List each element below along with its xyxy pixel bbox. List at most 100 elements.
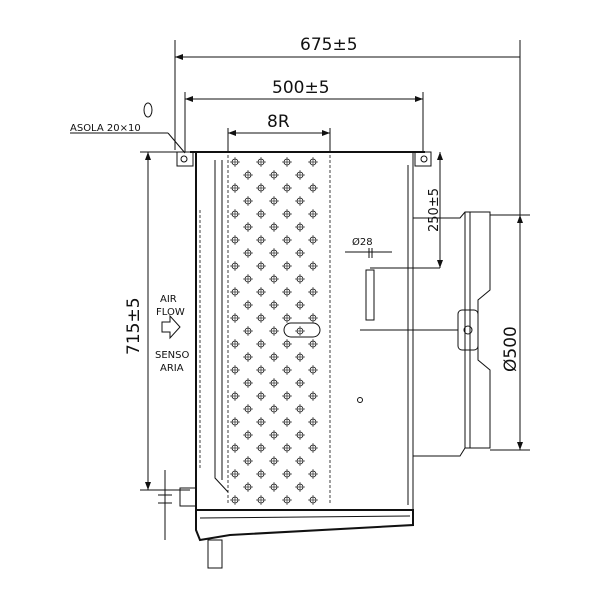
- coil-hole: [269, 326, 279, 336]
- unit-body: [176, 151, 432, 569]
- coil-hole: [282, 339, 292, 349]
- coil-hole: [308, 235, 318, 245]
- coil-hole: [295, 326, 305, 336]
- coil-hole: [256, 313, 266, 323]
- coil-hole: [308, 157, 318, 167]
- coil-hole: [256, 261, 266, 271]
- coil-hole: [308, 417, 318, 427]
- coil-hole: [243, 300, 253, 310]
- coil-hole: [243, 456, 253, 466]
- coil-hole: [308, 339, 318, 349]
- coil-hole: [308, 287, 318, 297]
- overall-width-label: 675±5: [300, 35, 358, 55]
- coil-hole: [230, 209, 240, 219]
- coil-hole: [269, 196, 279, 206]
- coil-hole: [282, 391, 292, 401]
- coil-hole: [230, 469, 240, 479]
- coil-hole: [230, 495, 240, 505]
- coil-hole: [308, 183, 318, 193]
- slot-label: ASOLA 20×10: [70, 123, 141, 134]
- aria-label: ARIA: [160, 363, 184, 374]
- drain-pan: [195, 509, 414, 542]
- coil-hole: [230, 183, 240, 193]
- senso-label: SENSO: [155, 350, 189, 361]
- coil-hole: [282, 209, 292, 219]
- coil-hole: [230, 235, 240, 245]
- coil-hole: [308, 495, 318, 505]
- coil-hole: [230, 261, 240, 271]
- coil-hole: [269, 404, 279, 414]
- fan-section: Ø500: [413, 211, 530, 457]
- coil-hole: [230, 287, 240, 297]
- coil-hole: [243, 248, 253, 258]
- coil-hole: [243, 430, 253, 440]
- coil-hole: [295, 352, 305, 362]
- coil-hole: [230, 417, 240, 427]
- coil-hole: [256, 339, 266, 349]
- coil-hole: [243, 274, 253, 284]
- coil-hole: [282, 157, 292, 167]
- coil-hole: [230, 157, 240, 167]
- coil-hole: [243, 352, 253, 362]
- coil-hole: [295, 404, 305, 414]
- airflow-annotation: AIR FLOW SENSO ARIA: [155, 294, 189, 374]
- coil-hole: [256, 209, 266, 219]
- coil-hole: [269, 300, 279, 310]
- coil-hole: [295, 196, 305, 206]
- coil-hole-grid: [230, 157, 318, 505]
- coil-hole: [243, 326, 253, 336]
- coil-hole: [282, 365, 292, 375]
- slot-symbol: [143, 102, 153, 118]
- mount-bracket-left: [176, 151, 194, 167]
- coil-hole: [295, 378, 305, 388]
- mount-bracket-right: [414, 151, 432, 167]
- coil-hole: [269, 274, 279, 284]
- coil-hole: [256, 235, 266, 245]
- coil-hole: [256, 183, 266, 193]
- coil-hole: [308, 391, 318, 401]
- slot-callout: ASOLA 20×10: [70, 102, 186, 154]
- coil-hole: [282, 313, 292, 323]
- coil-hole: [243, 222, 253, 232]
- coil-hole: [295, 300, 305, 310]
- coil-hole: [230, 339, 240, 349]
- coil-hole: [256, 157, 266, 167]
- coil-hole: [308, 443, 318, 453]
- coil-hole: [256, 287, 266, 297]
- coil-hole: [295, 248, 305, 258]
- coil-hole: [308, 469, 318, 479]
- drain-outlet: [207, 539, 223, 569]
- coil-hole: [256, 469, 266, 479]
- dimension-mesh-width: 8R: [227, 112, 331, 152]
- coil-hole: [243, 404, 253, 414]
- coil-hole: [269, 248, 279, 258]
- coil-hole: [308, 261, 318, 271]
- coil-hole: [282, 183, 292, 193]
- fan-diameter-label: Ø500: [501, 326, 521, 372]
- coil-hole: [269, 482, 279, 492]
- coil-hole: [295, 456, 305, 466]
- flow-label: FLOW: [156, 307, 185, 318]
- coil-hole: [295, 274, 305, 284]
- coil-hole: [230, 391, 240, 401]
- coil-hole: [269, 430, 279, 440]
- coil-hole: [243, 378, 253, 388]
- height-label: 715±5: [124, 297, 144, 355]
- coil-hole: [243, 196, 253, 206]
- coil-hole: [282, 261, 292, 271]
- coil-hole: [295, 430, 305, 440]
- coil-hole: [295, 170, 305, 180]
- coil-hole: [282, 417, 292, 427]
- coil-hole: [282, 287, 292, 297]
- coil-hole: [256, 495, 266, 505]
- dimension-offset: 250±5: [427, 152, 443, 268]
- coil-hole: [282, 235, 292, 245]
- coil-hole: [230, 443, 240, 453]
- coil-hole: [256, 443, 266, 453]
- body-width-label: 500±5: [272, 78, 330, 98]
- coil-hole: [269, 456, 279, 466]
- dimension-height: 715±5: [124, 151, 190, 540]
- coil-hole: [295, 222, 305, 232]
- coil-hole: [256, 365, 266, 375]
